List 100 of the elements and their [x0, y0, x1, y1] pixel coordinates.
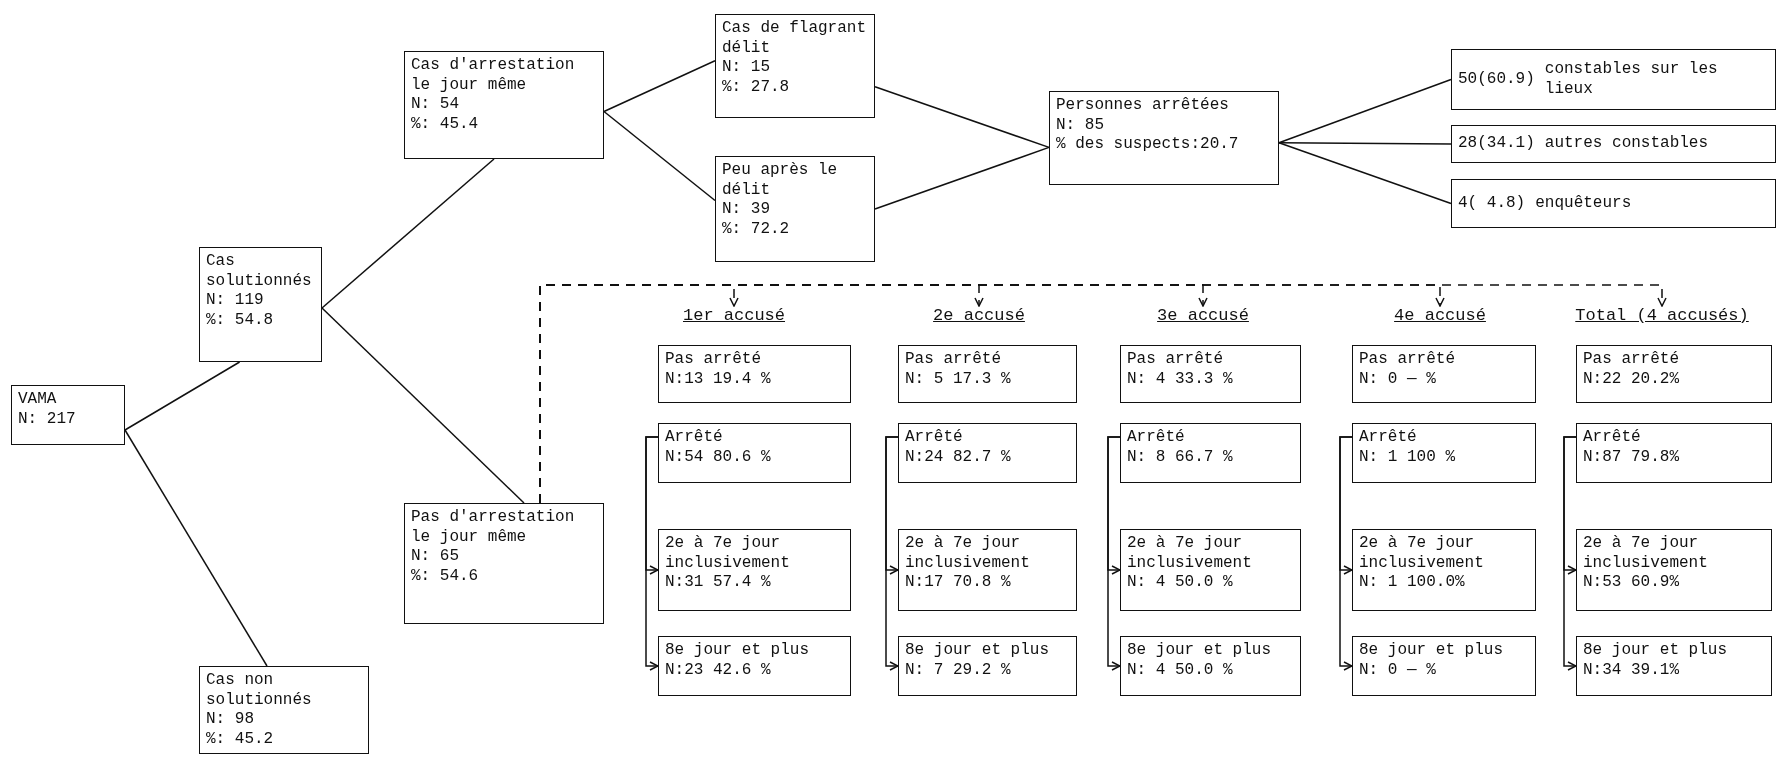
category-label: constables sur les lieux	[1544, 60, 1719, 99]
box-heading: 8e jour et plus	[905, 641, 1051, 661]
box-heading: VAMA	[18, 390, 58, 410]
category-box	[11, 385, 125, 445]
outcome-box	[898, 636, 1077, 696]
category-box	[199, 247, 322, 362]
count-text: N: 4 50.0 %	[1127, 660, 1234, 681]
box-heading: Pas d'arrestation le jour même	[411, 508, 576, 548]
count-text: N:22 20.2%	[1583, 369, 1680, 390]
count-text: N: 8 66.7 %	[1127, 447, 1234, 468]
count-text: N: 39	[722, 200, 771, 220]
box-heading: Cas d'arrestation le jour même	[411, 56, 576, 96]
box-heading: 8e jour et plus	[665, 641, 811, 661]
box-heading: Cas solutionnés	[206, 252, 313, 292]
connector-line	[874, 146, 1050, 210]
count-text: N:17 70.8 %	[905, 573, 1012, 593]
count-text: N: 1 100.0%	[1359, 573, 1466, 593]
box-heading: 2e à 7e jour inclusivement	[1359, 534, 1485, 574]
outcome-box	[1120, 423, 1301, 483]
arrow	[645, 436, 659, 671]
count-text: N:34 39.1%	[1583, 660, 1680, 681]
category-label: autres constables	[1544, 134, 1710, 154]
box-heading: 2e à 7e jour inclusivement	[1583, 534, 1709, 574]
count-text: N: 85	[1056, 115, 1105, 136]
category-box	[1049, 91, 1279, 185]
outcome-box	[658, 423, 851, 483]
box-heading: Pas arrêté	[665, 350, 762, 370]
outcome-box	[1120, 529, 1301, 611]
category-box	[715, 156, 875, 262]
count-text: N: 98	[206, 710, 255, 730]
count-text: %: 45.2	[206, 729, 275, 750]
outcome-box	[1120, 636, 1301, 696]
connector-line	[321, 307, 525, 504]
outcome-box	[898, 345, 1077, 403]
column-heading: 1er accusé	[683, 306, 785, 325]
count-text: N:31 57.4 %	[665, 573, 772, 593]
box-heading: Pas arrêté	[905, 350, 1002, 370]
box-heading: Peu après le délit	[722, 161, 839, 201]
outcome-box	[1352, 345, 1536, 403]
count-text: N: 4 33.3 %	[1127, 369, 1234, 390]
box-heading: Pas arrêté	[1583, 350, 1680, 370]
box-heading: Arrêté	[1359, 428, 1418, 448]
count-text: N:54 80.6 %	[665, 447, 772, 468]
connector-line	[321, 158, 495, 309]
connector-line	[124, 429, 268, 667]
arrow	[885, 436, 899, 671]
box-heading: Cas non solutionnés	[206, 671, 313, 711]
outcome-box	[1576, 636, 1772, 696]
count-text: N: 0 — %	[1359, 660, 1437, 681]
count-text: N: 5 17.3 %	[905, 369, 1012, 390]
connector-line	[124, 361, 241, 431]
outcome-box	[1352, 529, 1536, 611]
box-heading: 8e jour et plus	[1127, 641, 1273, 661]
connector-line	[603, 110, 716, 202]
outcome-box	[658, 636, 851, 696]
column-heading: 3e accusé	[1157, 306, 1249, 325]
box-heading: 8e jour et plus	[1583, 641, 1729, 661]
count-text: 4( 4.8)	[1458, 193, 1526, 214]
box-heading: 2e à 7e jour inclusivement	[1127, 534, 1253, 574]
box-heading: 2e à 7e jour inclusivement	[665, 534, 791, 574]
box-heading: Arrêté	[1127, 428, 1186, 448]
box-heading: Pas arrêté	[1359, 350, 1456, 370]
outcome-box	[898, 423, 1077, 483]
arrow	[1563, 436, 1577, 671]
count-text: N:87 79.8%	[1583, 447, 1680, 468]
arrow	[1339, 436, 1353, 671]
column-heading: Total (4 accusés)	[1575, 306, 1749, 325]
category-label: enquêteurs	[1535, 193, 1633, 214]
count-text: N:24 82.7 %	[905, 447, 1012, 468]
connector-line	[1278, 141, 1452, 145]
column-heading: 2e accusé	[933, 306, 1025, 325]
category-box	[404, 503, 604, 624]
connector-line	[1278, 141, 1452, 205]
count-text: N:13 19.4 %	[665, 369, 772, 390]
count-text: %: 54.8	[206, 310, 275, 331]
box-heading: Arrêté	[905, 428, 964, 448]
box-heading: Personnes arrêtées	[1056, 96, 1230, 116]
count-text: N:23 42.6 %	[665, 660, 772, 681]
count-text: N: 0 — %	[1359, 369, 1437, 390]
count-text: N:53 60.9%	[1583, 573, 1680, 593]
box-heading: Arrêté	[1583, 428, 1642, 448]
count-text: %: 27.8	[722, 77, 791, 98]
outcome-box	[1576, 423, 1772, 483]
count-text: N: 65	[411, 547, 460, 567]
box-heading: Pas arrêté	[1127, 350, 1224, 370]
count-text: N: 15	[722, 58, 771, 78]
count-text: %: 45.4	[411, 114, 480, 135]
arrester-box	[1451, 49, 1776, 110]
box-heading: Arrêté	[665, 428, 724, 448]
box-heading: 8e jour et plus	[1359, 641, 1505, 661]
outcome-box	[898, 529, 1077, 611]
count-text: %: 72.2	[722, 219, 791, 240]
count-text: N: 119	[206, 291, 265, 311]
category-box	[199, 666, 369, 755]
count-text: N: 1 100 %	[1359, 447, 1456, 468]
outcome-box	[1120, 345, 1301, 403]
outcome-box	[658, 345, 851, 403]
count-text: N: 217	[18, 409, 77, 430]
connector-line	[1278, 78, 1452, 144]
count-text: N: 7 29.2 %	[905, 660, 1012, 681]
